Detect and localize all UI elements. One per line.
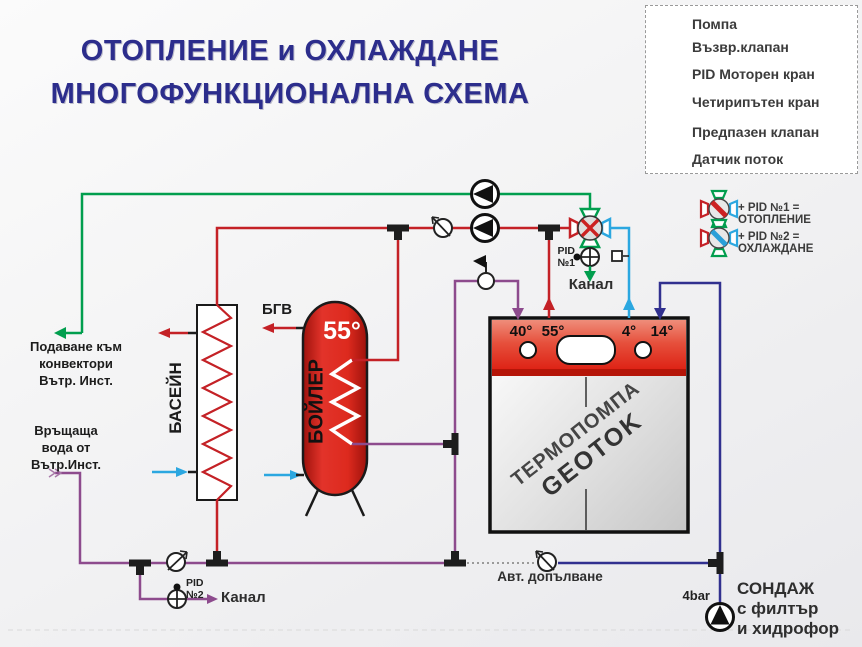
arrow-pool-in [176,467,188,477]
drain-label-1: Канал [568,276,614,293]
arrow-pool-out [158,328,170,338]
four-way-valve-icon [699,218,739,258]
pump-icon [470,179,500,209]
arrow-dhw-out [262,323,274,333]
auto-refill-label: Авт. допълване [497,569,603,584]
mode-label-cooling: + PID №2 = ОХЛАЖДАНЕ [738,231,814,255]
hp-temp-55: 55° [541,323,565,340]
boiler-leg [304,489,320,517]
drain-label-2: Канал [221,589,266,606]
hp-temp-14: 14° [650,323,674,340]
hp-temp-40: 40° [509,323,533,340]
arrow-14-down [654,308,666,320]
pipe-tee [387,224,409,240]
legend-box [645,5,858,174]
hp-port-light [634,341,652,359]
pool-label: БАСЕЙН [166,362,185,434]
title-line1: ОТОПЛЕНИЕ и ОХЛАЖДАНЕ [80,35,500,67]
arrow-4-up [623,297,635,310]
safety-valve-icon [473,255,495,290]
supply-label: Подаване към конвектори Вътр. Инст. [30,339,122,388]
pool-coil [200,304,234,501]
pipe-tee [444,551,466,567]
hp-display [556,335,616,365]
boiler-coil [328,358,362,446]
pipe-tee [708,552,724,574]
legend-label-flow-sensor: Датчик поток [692,151,784,167]
boiler-leg [350,489,366,517]
check-valve-icon [535,550,557,572]
pipe-tee [206,551,228,567]
pid-motor-valve-icon [573,247,600,267]
hp-temp-4: 4° [621,323,637,340]
arrow-supply-left [54,327,66,339]
return-start-mark [48,468,63,478]
pump-icon [705,602,735,632]
mode-label-heating: + PID №1 = ОТОПЛЕНИЕ [738,202,811,226]
legend-label-safety: Предпазен клапан [692,124,820,140]
pump-icon [470,213,500,243]
heat-pump-unit [488,316,690,534]
boiler-label: БОЙЛЕР [305,358,328,445]
borehole-label: СОНДАЖ с филтър и хидрофор [737,579,840,638]
pid2-label: PID №2 [186,577,204,601]
pipe-tee [538,224,560,240]
return-label: Връщаща вода от Вътр.Инст. [30,423,102,472]
pipe-stubs [188,326,304,477]
pid1-label: PID №1 [557,245,575,269]
pid-motor-valve-icon [167,583,187,609]
pipe-tees [129,224,724,575]
pool-heat-exchanger [196,304,238,501]
arrow-40-down [512,308,524,320]
hp-port-light [519,341,537,359]
page-title: ОТОПЛЕНИЕ и ОХЛАЖДАНЕ МНОГОФУНКЦИОНАЛНА … [30,30,550,116]
dhw-label: БГВ [261,301,293,318]
flow-sensor-icon [611,250,629,262]
arrow-drain2 [207,594,218,604]
pipe-ground-water [558,281,722,604]
boiler-tank [301,300,369,517]
check-valve-icon [431,216,453,238]
legend-label-pid-valve: PID Моторен кран [692,66,815,82]
pipe-tee [443,433,459,455]
legend-label-pump: Помпа [692,16,738,32]
legend-label-four-way: Четирипътен кран [692,94,820,110]
pipe-tee [129,559,151,575]
check-valve-icon [166,550,188,572]
title-line2: МНОГОФУНКЦИОНАЛНА СХЕМА [50,78,530,110]
arrow-55-up [543,297,555,310]
legend-label-check-valve: Възвр.клапан [692,39,789,55]
four-way-valve-icon [568,207,612,249]
arrow-drain1 [584,271,596,282]
pressure-label: 4bar [682,588,710,603]
pipe-cooling [152,226,631,477]
boiler-temp: 55° [323,317,361,345]
